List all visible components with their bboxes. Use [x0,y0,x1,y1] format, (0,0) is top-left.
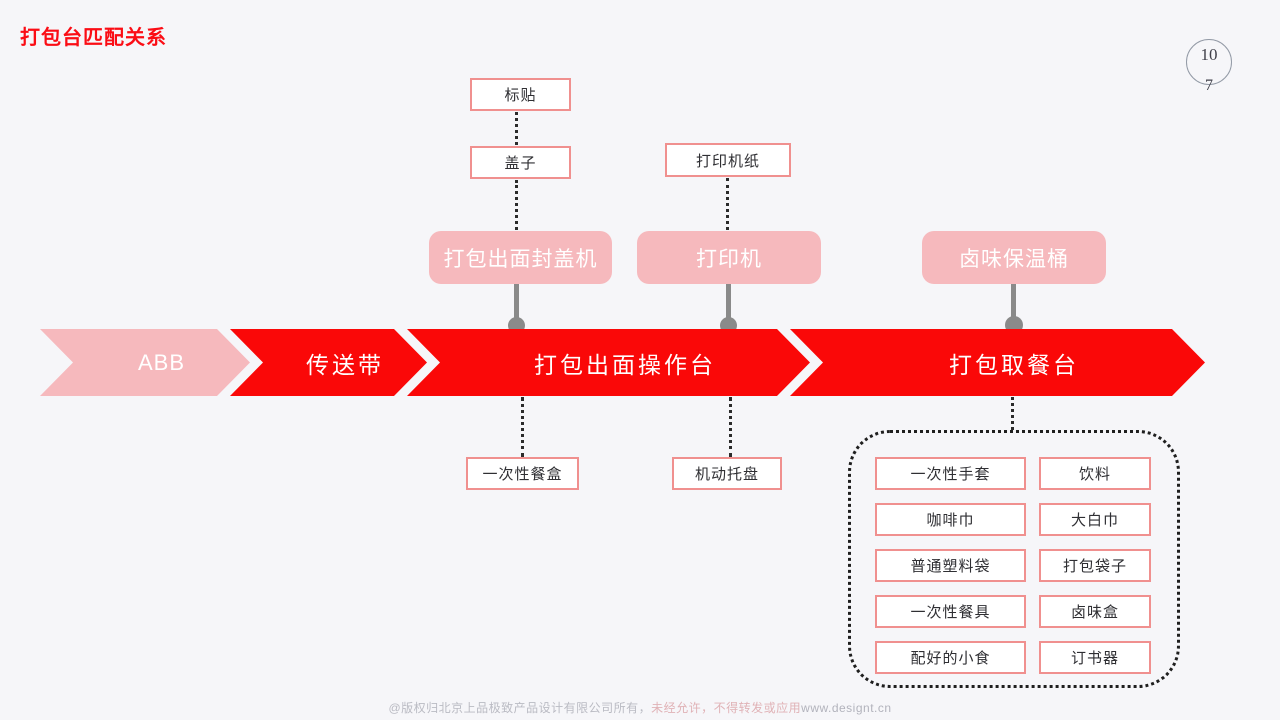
flow-chevron-chuansongdai: 传送带 [230,329,427,396]
flow-chevron-caozuotai: 打包出面操作台 [407,329,810,396]
dotted-connector [729,397,732,457]
page-title: 打包台匹配关系 [20,27,167,49]
footer-copyright-part1: @版权归北京上品极致产品设计有限公司所有， [388,701,652,715]
dotted-connector [521,397,524,457]
node-biaotie: 标贴 [470,78,571,111]
supply-item: 大白巾 [1039,503,1151,536]
supply-item: 饮料 [1039,457,1151,490]
flow-chevron-qucantai: 打包取餐台 [790,329,1205,396]
node-jidong-tuopan: 机动托盘 [672,457,782,490]
footer-copyright-part3: www.designt.cn [801,701,892,715]
dotted-connector [1011,397,1014,430]
node-dayinjizhi: 打印机纸 [665,143,791,177]
dotted-connector [726,178,729,230]
supply-item: 配好的小食 [875,641,1026,674]
supply-item: 打包袋子 [1039,549,1151,582]
flow-chevron-abb: ABB [40,329,250,396]
supply-item: 一次性餐具 [875,595,1026,628]
machine-luwei-baowentong: 卤味保温桶 [922,231,1106,284]
node-gaizi: 盖子 [470,146,571,179]
supply-item: 卤味盒 [1039,595,1151,628]
footer-copyright: @版权归北京上品极致产品设计有限公司所有，未经允许，不得转发或应用www.des… [0,699,1280,716]
footer-copyright-part2: 未经允许，不得转发或应用 [651,701,802,715]
supply-item: 咖啡巾 [875,503,1026,536]
supply-item: 一次性手套 [875,457,1026,490]
page-number-bottom: 7 [1205,77,1213,94]
supplies-panel [848,430,1180,688]
machine-fenggaiji: 打包出面封盖机 [429,231,612,284]
page-number-top: 10 [1200,45,1218,64]
page-number-badge: 10 7 [1186,39,1232,94]
dotted-connector [515,180,518,230]
connector-stem [1011,284,1016,324]
supplies-grid: 一次性手套 饮料 咖啡巾 大白巾 普通塑料袋 打包袋子 一次性餐具 卤味盒 配好… [875,457,1151,674]
dotted-connector [515,112,518,145]
supply-item: 订书器 [1039,641,1151,674]
connector-stem [726,284,731,324]
connector-stem [514,284,519,324]
node-yicixing-canhe: 一次性餐盒 [466,457,579,490]
supply-item: 普通塑料袋 [875,549,1026,582]
machine-dayinji: 打印机 [637,231,821,284]
